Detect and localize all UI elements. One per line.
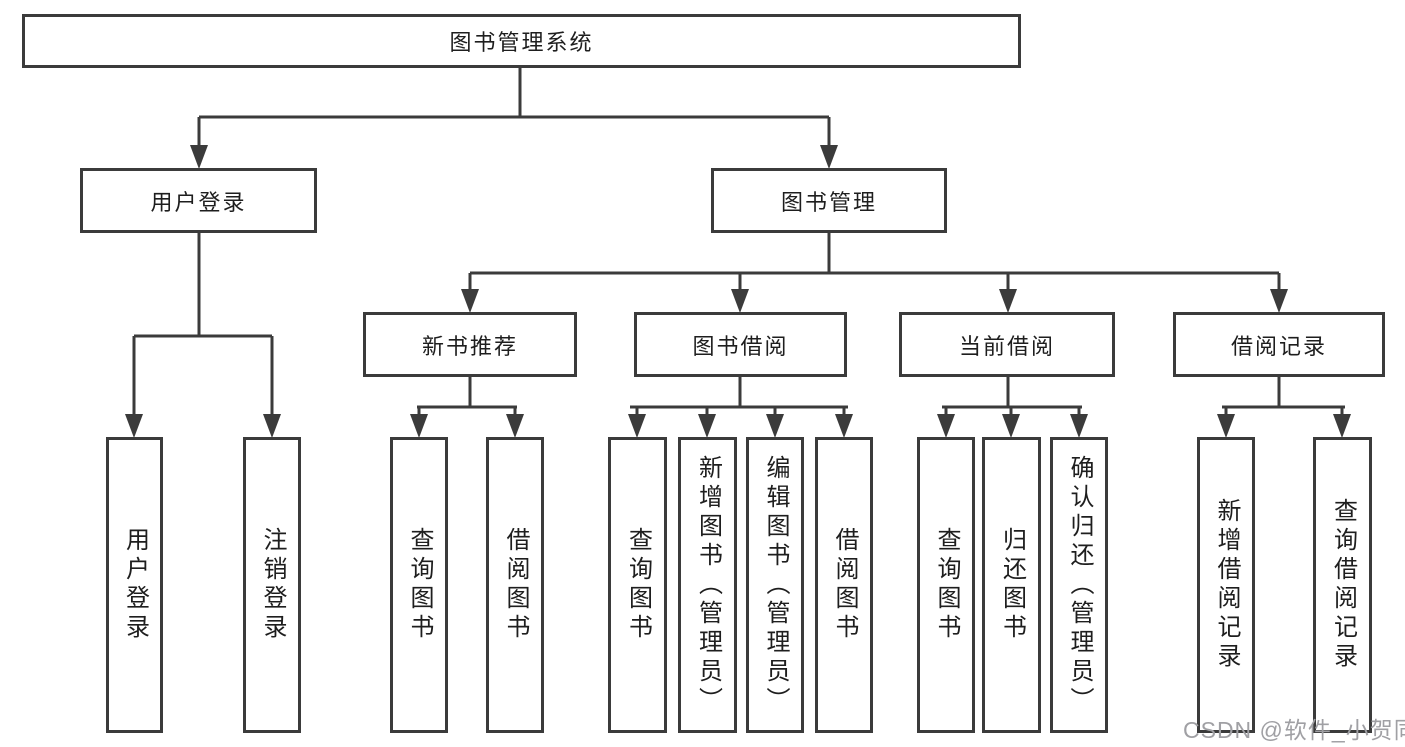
leaf-borrow-books: 借阅图书 — [815, 437, 873, 733]
arrowheads — [125, 145, 1351, 438]
node-user-login: 用户登录 — [80, 168, 317, 233]
leaf-query-books-recommend-label: 查询图书 — [406, 527, 433, 643]
watermark: CSDN @软件_小贺同学 — [1183, 717, 1405, 743]
leaf-add-borrow-record: 新增借阅记录 — [1197, 437, 1255, 733]
leaf-query-books-recommend: 查询图书 — [390, 437, 448, 733]
leaf-edit-book-admin: 编辑图书（管理员） — [746, 437, 804, 733]
node-borrowing-records: 借阅记录 — [1173, 312, 1385, 377]
leaf-query-books-borrow: 查询图书 — [608, 437, 667, 733]
node-root: 图书管理系统 — [22, 14, 1021, 68]
node-user-login-label: 用户登录 — [150, 189, 247, 215]
node-book-management: 图书管理 — [711, 168, 947, 233]
leaf-query-borrow-record-label: 查询借阅记录 — [1329, 498, 1357, 672]
node-current-borrowing: 当前借阅 — [899, 312, 1115, 377]
leaf-add-borrow-record-label: 新增借阅记录 — [1213, 498, 1240, 672]
node-book-management-label: 图书管理 — [780, 189, 877, 215]
node-book-borrowing: 图书借阅 — [634, 312, 847, 377]
leaf-confirm-return-admin: 确认归还（管理员） — [1050, 437, 1108, 733]
node-new-book-recommend: 新书推荐 — [363, 312, 577, 377]
leaf-logout: 注销登录 — [243, 437, 301, 733]
node-new-book-recommend-label: 新书推荐 — [421, 333, 518, 359]
leaf-edit-book-admin-label: 编辑图书（管理员） — [762, 454, 789, 716]
leaf-borrow-books-recommend: 借阅图书 — [486, 437, 544, 733]
leaf-borrow-books-label: 借阅图书 — [831, 527, 858, 643]
leaf-return-books: 归还图书 — [982, 437, 1041, 733]
leaf-query-borrow-record: 查询借阅记录 — [1313, 437, 1372, 733]
leaf-user-login-label: 用户登录 — [121, 527, 149, 643]
leaf-return-books-label: 归还图书 — [998, 527, 1026, 643]
node-borrowing-records-label: 借阅记录 — [1230, 333, 1327, 359]
node-root-label: 图书管理系统 — [449, 30, 594, 55]
leaf-borrow-books-recommend-label: 借阅图书 — [502, 527, 529, 643]
leaf-user-login: 用户登录 — [106, 437, 163, 733]
leaf-add-book-admin-label: 新增图书（管理员） — [694, 454, 722, 716]
node-book-borrowing-label: 图书借阅 — [692, 333, 789, 359]
leaf-logout-label: 注销登录 — [259, 527, 286, 643]
leaf-query-books-current: 查询图书 — [917, 437, 975, 733]
node-current-borrowing-label: 当前借阅 — [958, 333, 1055, 359]
leaf-confirm-return-admin-label: 确认归还（管理员） — [1066, 454, 1093, 716]
leaf-query-books-borrow-label: 查询图书 — [624, 527, 652, 643]
leaf-add-book-admin: 新增图书（管理员） — [678, 437, 737, 733]
leaf-query-books-current-label: 查询图书 — [933, 527, 960, 643]
